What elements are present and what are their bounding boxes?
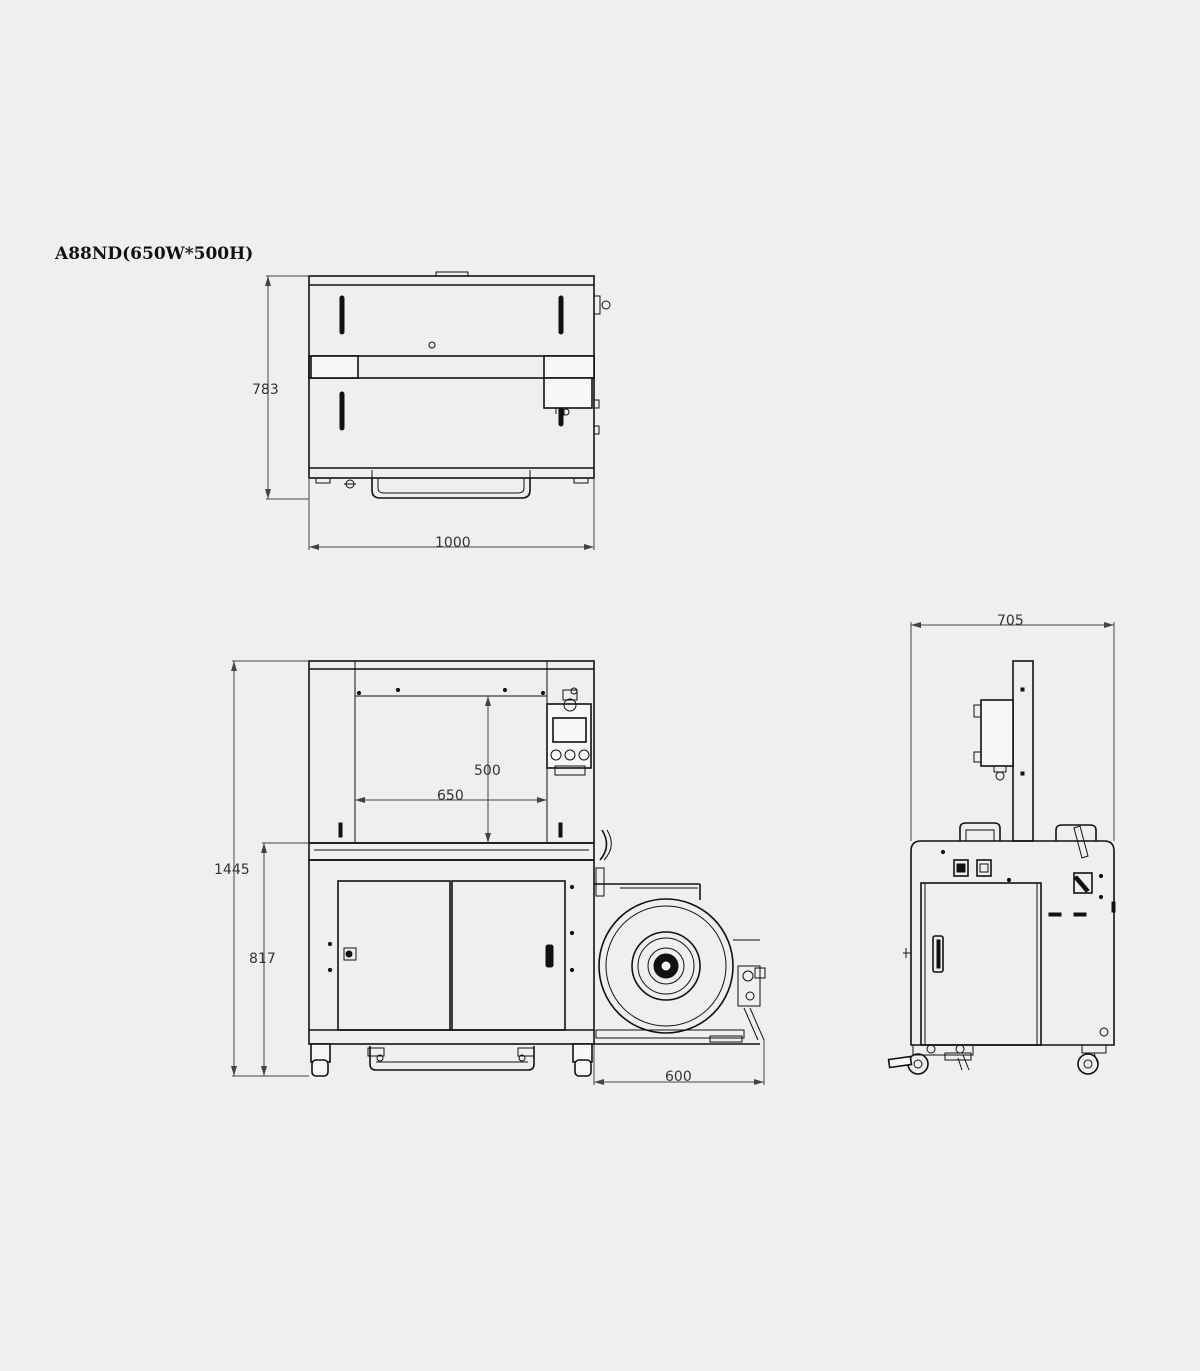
top-view: 783 1000 <box>252 271 611 551</box>
control-panel <box>546 703 592 769</box>
slot-lower-left <box>339 391 345 431</box>
table-top <box>308 842 595 861</box>
dim-label-500: 500 <box>474 763 501 779</box>
dim-label-1000: 1000 <box>435 535 471 551</box>
side-handle-left <box>959 822 1001 841</box>
front-handle <box>369 1046 535 1071</box>
side-main-switch <box>1073 872 1093 894</box>
side-body <box>910 840 1115 1046</box>
door-handle <box>545 944 554 968</box>
dim-label-600: 600 <box>665 1069 692 1085</box>
air-hose <box>599 829 608 861</box>
arch-opening <box>354 660 548 844</box>
slot-upper-right <box>558 295 564 335</box>
slot-upper-left <box>339 295 345 335</box>
top-view-control-box <box>543 377 593 409</box>
control-button-1 <box>550 749 562 761</box>
front-view: 1445 817 500 650 600 <box>214 660 766 1085</box>
dim-label-650: 650 <box>437 788 464 804</box>
dim-label-817: 817 <box>249 951 276 967</box>
coil-hub <box>631 931 701 1001</box>
side-door <box>920 882 1042 1046</box>
door-lock-icon <box>345 950 353 958</box>
control-button-2 <box>564 749 576 761</box>
cabinet <box>308 859 595 1045</box>
control-panel-screen <box>552 717 587 743</box>
side-view: 705 <box>887 613 1116 1075</box>
dim-label-705: 705 <box>997 613 1024 629</box>
drawing-title: A88ND(650W*500H) <box>54 244 253 264</box>
cabinet-door-left <box>337 880 451 1031</box>
side-switch-1 <box>953 859 969 877</box>
side-switch-2 <box>976 859 992 877</box>
strap-coil <box>598 898 734 1034</box>
side-door-handle <box>932 935 944 973</box>
dim-label-1445: 1445 <box>214 862 250 878</box>
dim-label-783: 783 <box>252 382 279 398</box>
side-handle-right <box>1055 824 1097 841</box>
side-control-box <box>980 699 1014 767</box>
control-button-3 <box>578 749 590 761</box>
caster-brake-pedal <box>887 1055 913 1069</box>
top-view-handle <box>371 478 531 499</box>
cabinet-door-right <box>451 880 566 1031</box>
